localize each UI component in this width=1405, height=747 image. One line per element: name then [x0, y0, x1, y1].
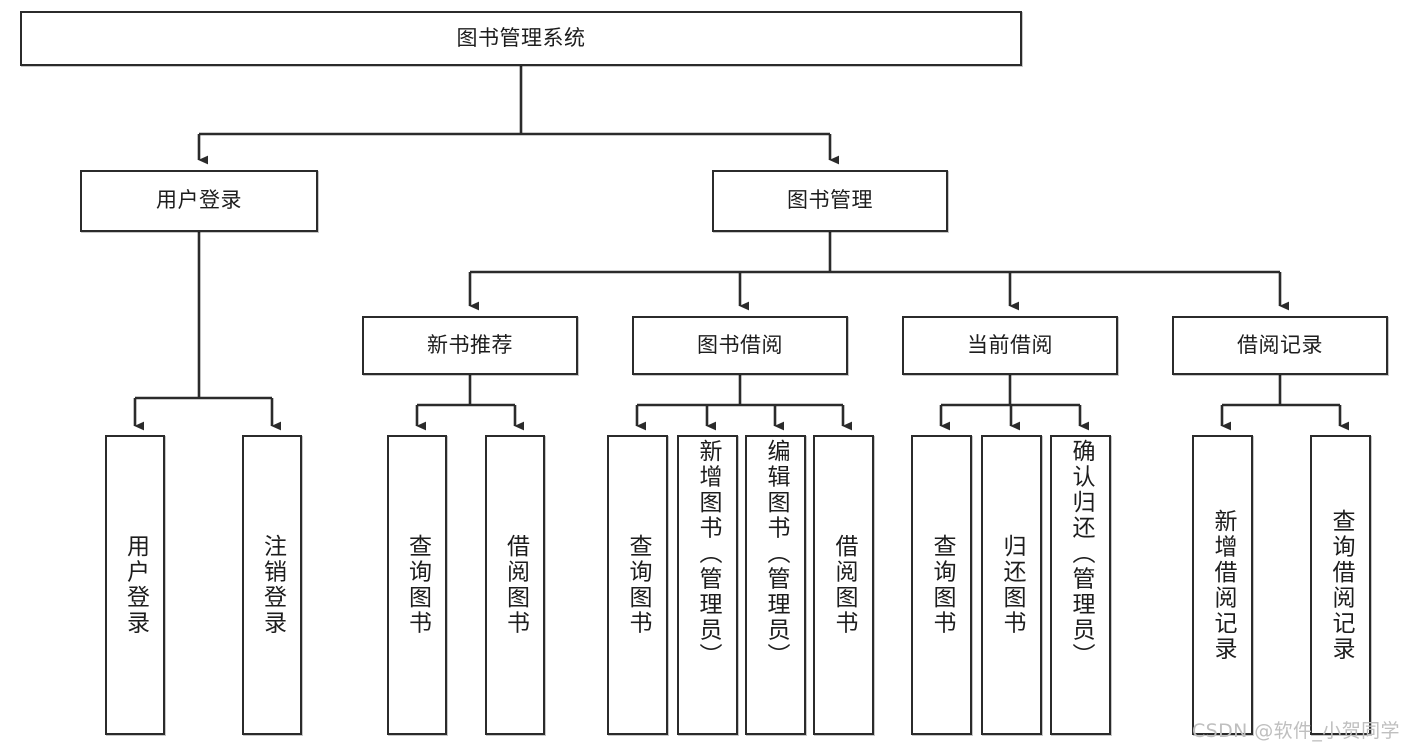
node-label: 查询图书	[928, 534, 955, 636]
leaf-borrow-query-book[interactable]: 查询图书	[607, 435, 668, 735]
leaf-rec-query-book[interactable]: 查询图书	[387, 435, 447, 735]
node-current-borrowing[interactable]: 当前借阅	[902, 316, 1118, 375]
leaf-record-query-record[interactable]: 查询借阅记录	[1310, 435, 1371, 735]
leaf-borrow-add-book[interactable]: 新增图书（管理员）	[677, 435, 738, 735]
node-label: 当前借阅	[967, 332, 1053, 357]
node-user-login[interactable]: 用户登录	[80, 170, 318, 232]
leaf-current-return-book[interactable]: 归还图书	[981, 435, 1042, 735]
node-label: 图书借阅	[697, 332, 783, 357]
node-label: 图书管理系统	[456, 25, 586, 50]
leaf-user-login[interactable]: 用户登录	[105, 435, 165, 735]
node-label: 图书管理	[787, 188, 873, 213]
node-label: 编辑图书（管理员）	[762, 439, 789, 669]
leaf-record-add-record[interactable]: 新增借阅记录	[1192, 435, 1253, 735]
node-label: 查询图书	[624, 534, 651, 636]
node-label: 用户登录	[156, 188, 242, 213]
node-label: 归还图书	[998, 534, 1025, 636]
node-label: 新增图书（管理员）	[694, 439, 721, 669]
leaf-user-logout[interactable]: 注销登录	[242, 435, 302, 735]
node-label: 借阅图书	[830, 534, 857, 636]
node-label: 借阅图书	[502, 534, 529, 636]
leaf-borrow-borrow-book[interactable]: 借阅图书	[813, 435, 874, 735]
leaf-current-confirm-return[interactable]: 确认归还（管理员）	[1050, 435, 1111, 735]
node-label: 用户登录	[122, 534, 149, 636]
node-new-book-recommendation[interactable]: 新书推荐	[362, 316, 578, 375]
csdn-watermark: CSDN @软件_小贺同学	[1192, 720, 1400, 742]
node-label: 查询图书	[404, 534, 431, 636]
leaf-rec-borrow-book[interactable]: 借阅图书	[485, 435, 545, 735]
node-label: 借阅记录	[1237, 332, 1323, 357]
node-label: 注销登录	[259, 534, 286, 636]
leaf-current-query-book[interactable]: 查询图书	[911, 435, 972, 735]
node-borrowing-record[interactable]: 借阅记录	[1172, 316, 1388, 375]
node-label: 新书推荐	[427, 332, 513, 357]
leaf-borrow-edit-book[interactable]: 编辑图书（管理员）	[745, 435, 806, 735]
node-label: 确认归还（管理员）	[1067, 439, 1094, 669]
node-book-management[interactable]: 图书管理	[712, 170, 948, 232]
node-label: 新增借阅记录	[1209, 508, 1236, 662]
node-label: 查询借阅记录	[1327, 508, 1354, 662]
node-book-borrowing[interactable]: 图书借阅	[632, 316, 848, 375]
node-root-system[interactable]: 图书管理系统	[20, 11, 1022, 66]
